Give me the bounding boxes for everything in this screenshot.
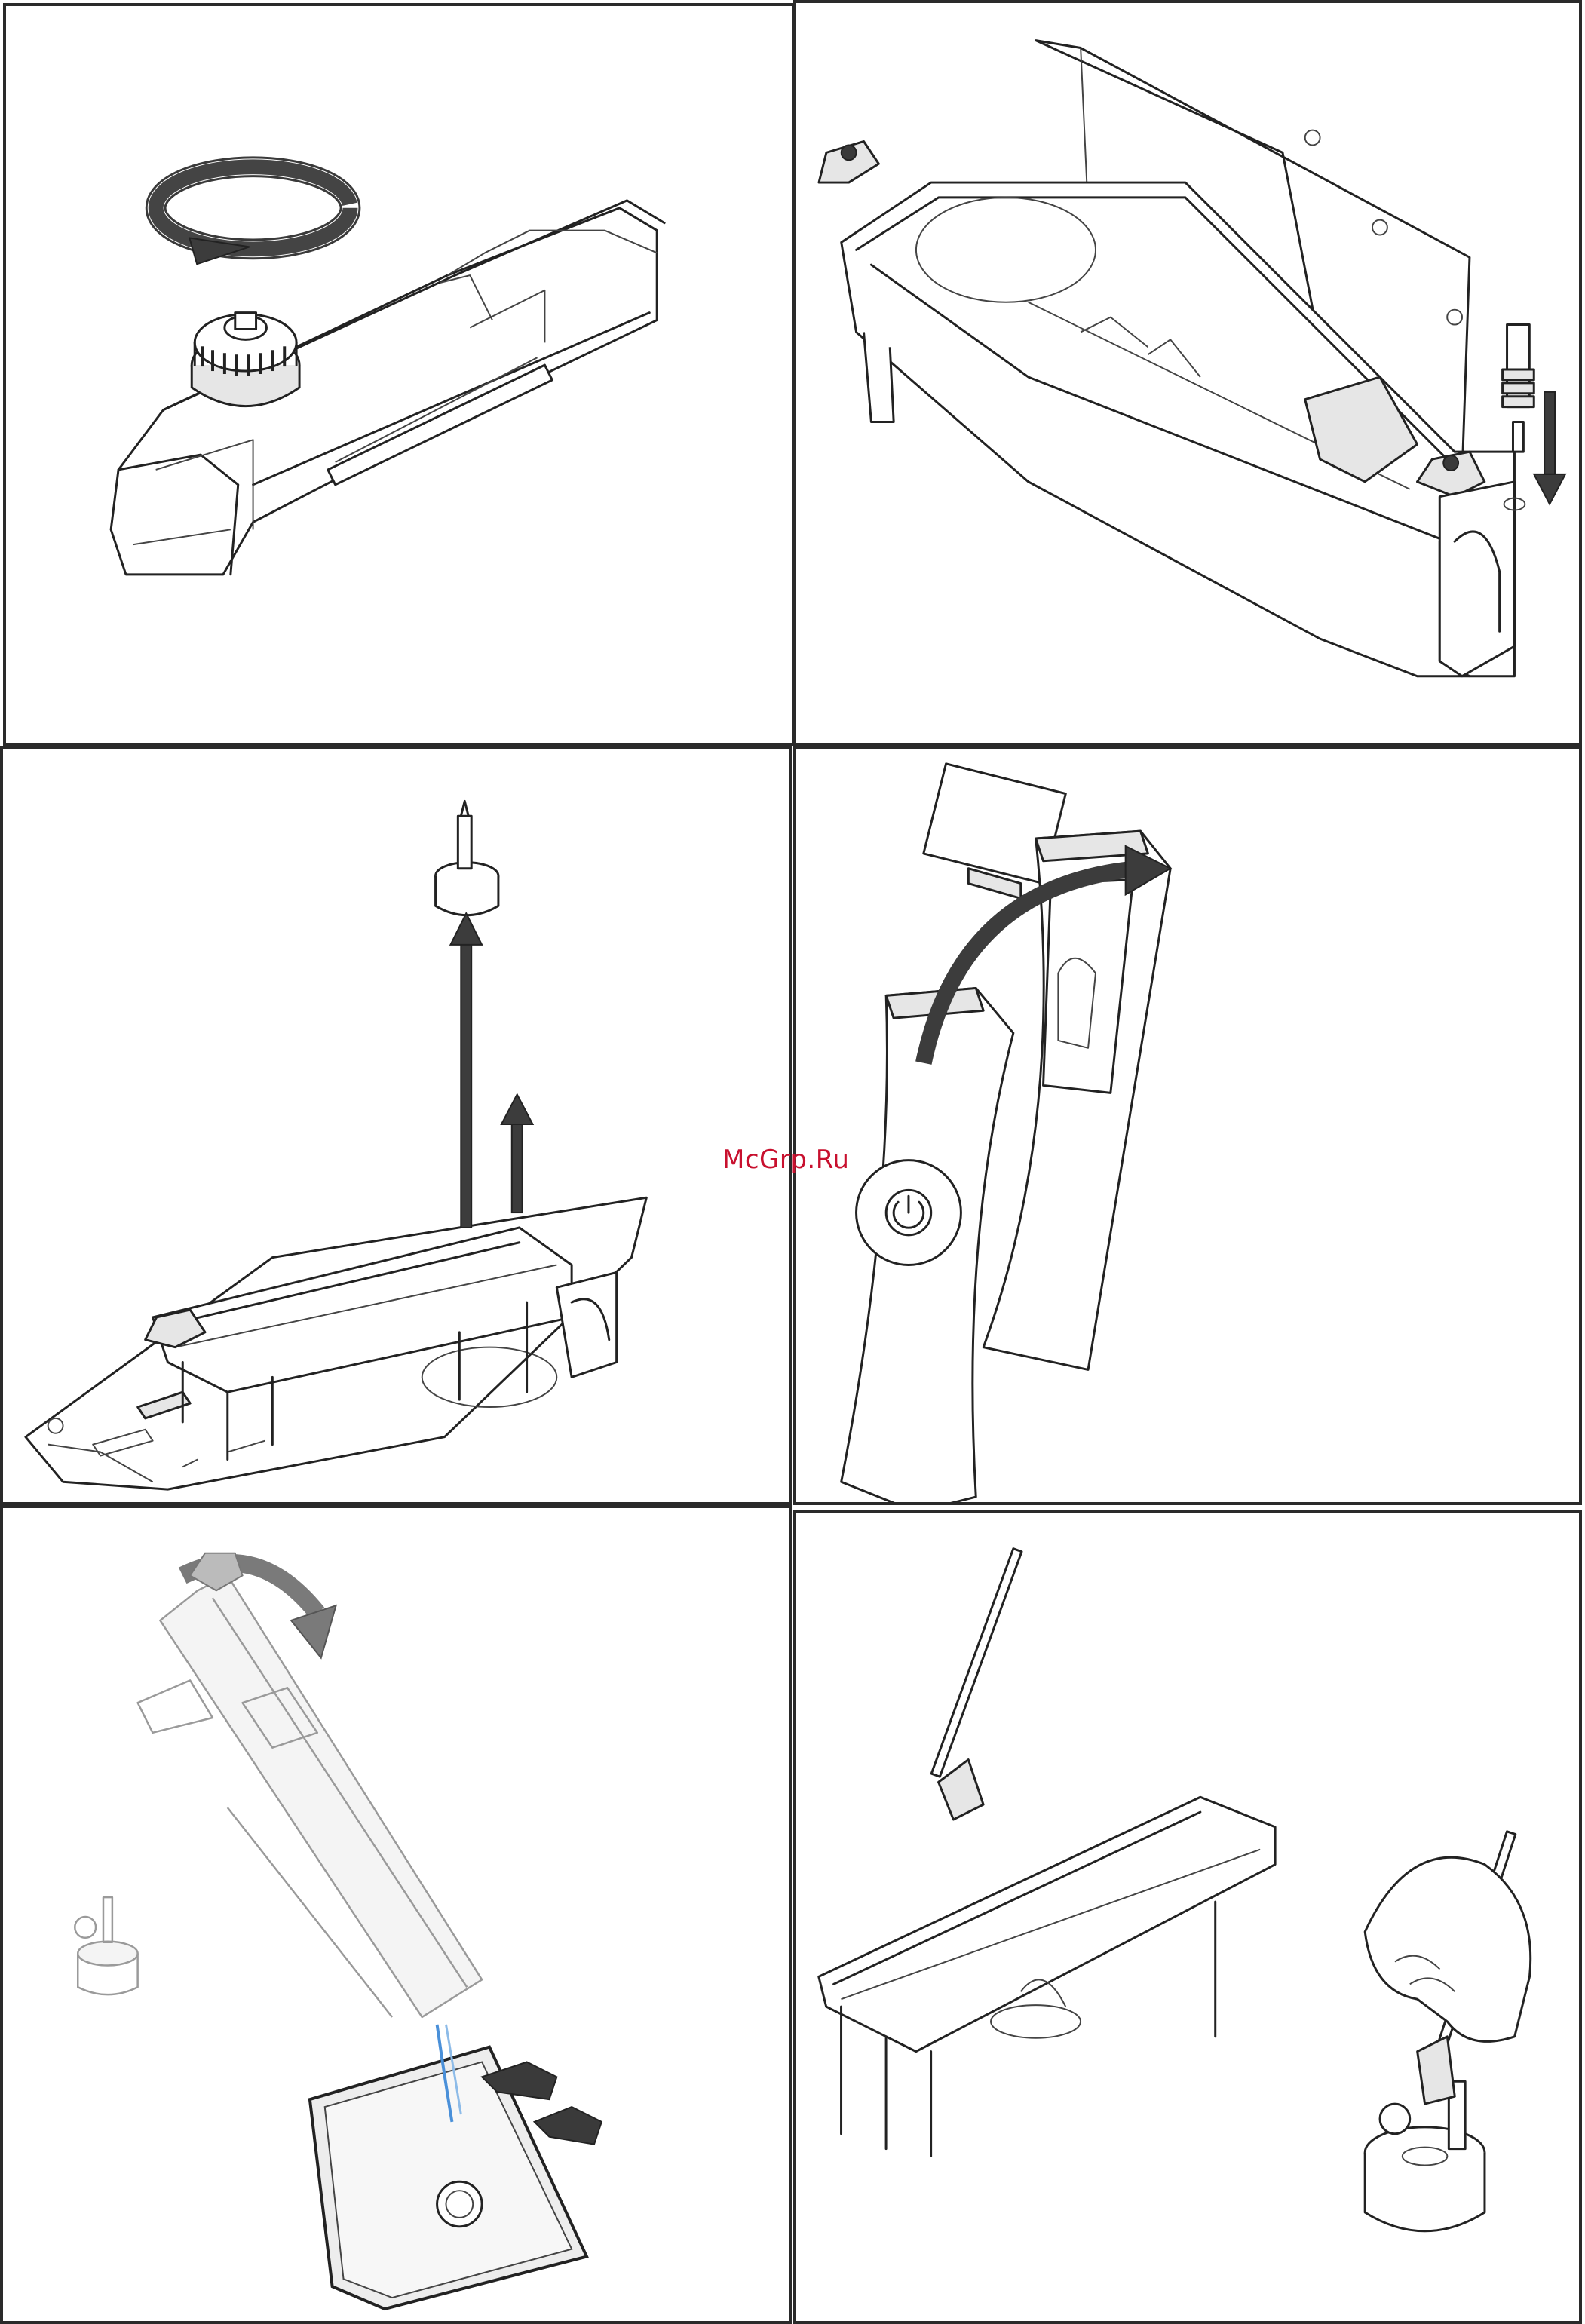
panel-5 xyxy=(0,1505,792,2324)
up-arrow-icon xyxy=(450,913,482,1228)
clip-handle-icon xyxy=(190,1553,242,1591)
tank-rotate-illustration xyxy=(6,6,792,743)
tray-clean-illustration xyxy=(796,1513,1579,2321)
panel-4 xyxy=(793,746,1582,1505)
tray-insert-illustration xyxy=(796,3,1579,743)
panel-2 xyxy=(793,0,1582,746)
panel-6 xyxy=(793,1510,1582,2324)
pin-icon xyxy=(1503,325,1534,452)
tray-lift-illustration xyxy=(3,749,789,1502)
watermark-text: McGrp.Ru xyxy=(722,1145,849,1175)
power-button-icon xyxy=(857,1160,961,1265)
nozzle-part-icon xyxy=(75,1897,137,1994)
hand-icon xyxy=(1365,1857,1531,2041)
tank-pour-illustration xyxy=(3,1508,789,2321)
panel-1 xyxy=(3,3,795,746)
brush-icon xyxy=(931,1549,1022,1820)
remote-cover-illustration xyxy=(796,749,1579,1502)
rotate-arrow-icon xyxy=(156,167,351,264)
panel-3 xyxy=(0,746,792,1505)
knob-icon xyxy=(192,313,299,406)
nozzle-part-icon xyxy=(436,801,498,915)
up-arrow-icon xyxy=(501,1094,533,1213)
clip-handle-icon xyxy=(819,142,878,183)
down-arrow-icon xyxy=(1534,392,1565,504)
